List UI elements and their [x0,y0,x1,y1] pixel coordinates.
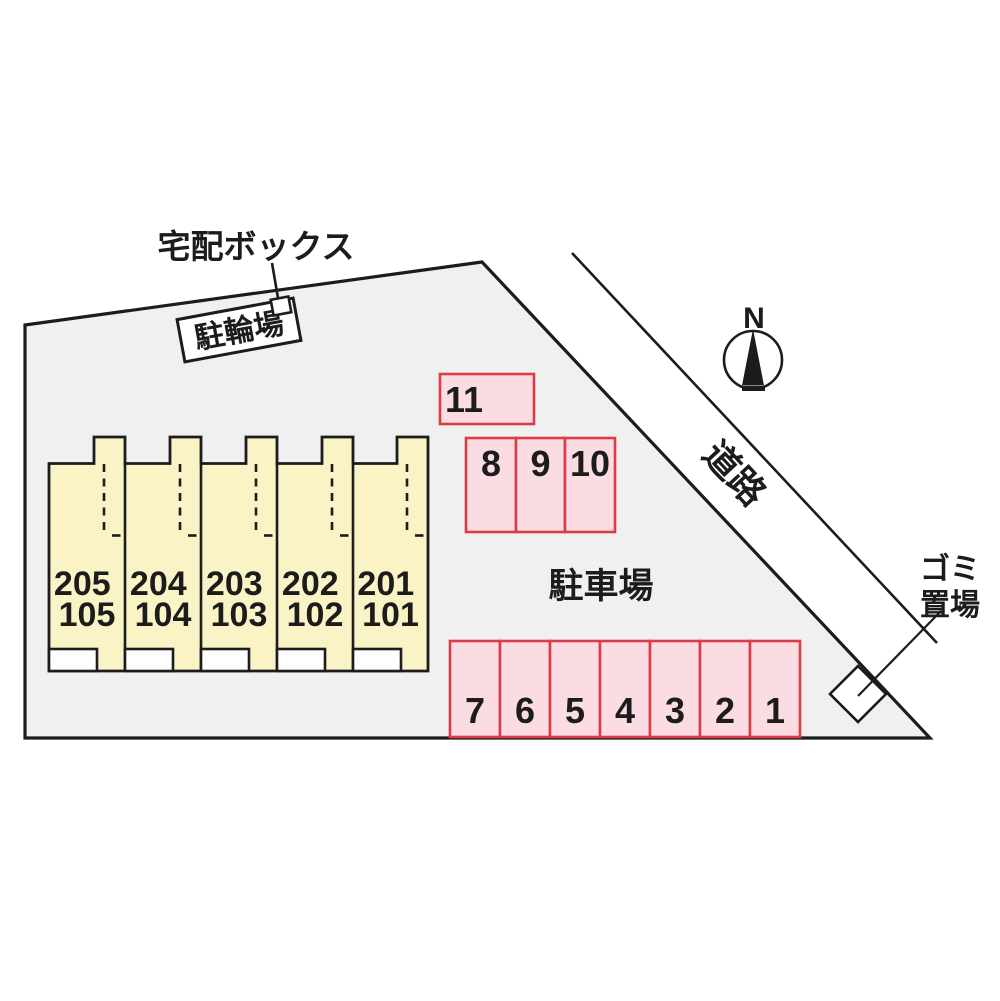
compass-north: N [722,302,784,391]
bicycle-parking-box [175,296,303,364]
parking-row-top [464,436,617,534]
parking-area: 11 8 9 10 駐車場 7 6 5 4 3 2 1 [438,372,802,739]
building: 205 105 204 104 203 103 202 102 201 101 [47,435,430,673]
parking-space-5-label: 5 [565,690,585,731]
unit-label-202-102: 202 102 [282,565,348,634]
parking-space-2 [698,639,752,739]
parking-space-10 [563,436,617,534]
unit-lower: 103 [211,596,268,634]
garbage-area: ゴミ 置場 [828,552,980,724]
parking-space-1 [748,639,802,739]
unit-upper: 202 [282,565,339,603]
garbage-label-line1: ゴミ [920,552,980,586]
delivery-box-marker-rect [269,294,293,318]
unit-label-203-103: 203 103 [206,565,272,634]
entrance-notch [275,647,327,673]
unit-lower: 102 [287,596,344,634]
parking-space-9-label: 9 [530,443,550,484]
parking-space-8-label: 8 [481,443,501,484]
garbage-area-marker [828,664,888,724]
delivery-box-label: 宅配ボックス [157,228,354,265]
garbage-callout-line [857,610,942,697]
parking-space-6-label: 6 [515,690,535,731]
parking-space-2-label: 2 [715,690,735,731]
road-edge-line [571,252,938,644]
unit-upper: 204 [130,565,187,603]
unit-upper: 205 [54,565,111,603]
parking-space-7-label: 7 [465,690,485,731]
unit-label-201-101: 201 101 [357,565,423,634]
parking-space-11-label: 11 [445,379,483,420]
north-label: N [743,302,765,335]
unit-lower: 101 [362,596,419,634]
parking-space-4-label: 4 [615,690,635,731]
building-outline [47,435,430,673]
delivery-box-callout-line [270,262,280,299]
unit-label-204-104: 204 104 [130,565,196,634]
garbage-label-line2: 置場 [920,589,980,622]
unit-entrance-notches [47,647,403,673]
parking-row-bottom [448,639,802,739]
parking-lot-label: 駐車場 [548,567,653,606]
unit-upper: 203 [206,565,263,603]
parking-space-10-label: 10 [570,443,610,484]
parking-space-1-label: 1 [765,690,785,731]
entrance-notch [47,647,99,673]
compass-needle-icon [742,329,764,386]
unit-label-205-105: 205 105 [54,565,120,634]
parking-space-7 [448,639,502,739]
unit-lower: 104 [135,596,192,634]
parking-space-3-label: 3 [665,690,685,731]
entrance-notch [199,647,251,673]
entrance-notch [123,647,175,673]
bicycle-parking-area: 駐輪場 [175,296,303,364]
parking-space-5 [548,639,602,739]
unit-lower: 105 [59,596,116,634]
entrance-notch [351,647,403,673]
parking-space-11 [438,372,536,426]
delivery-box-marker [269,294,293,318]
unit-entry-dashed-paths [102,464,424,537]
unit-upper: 201 [357,565,414,603]
